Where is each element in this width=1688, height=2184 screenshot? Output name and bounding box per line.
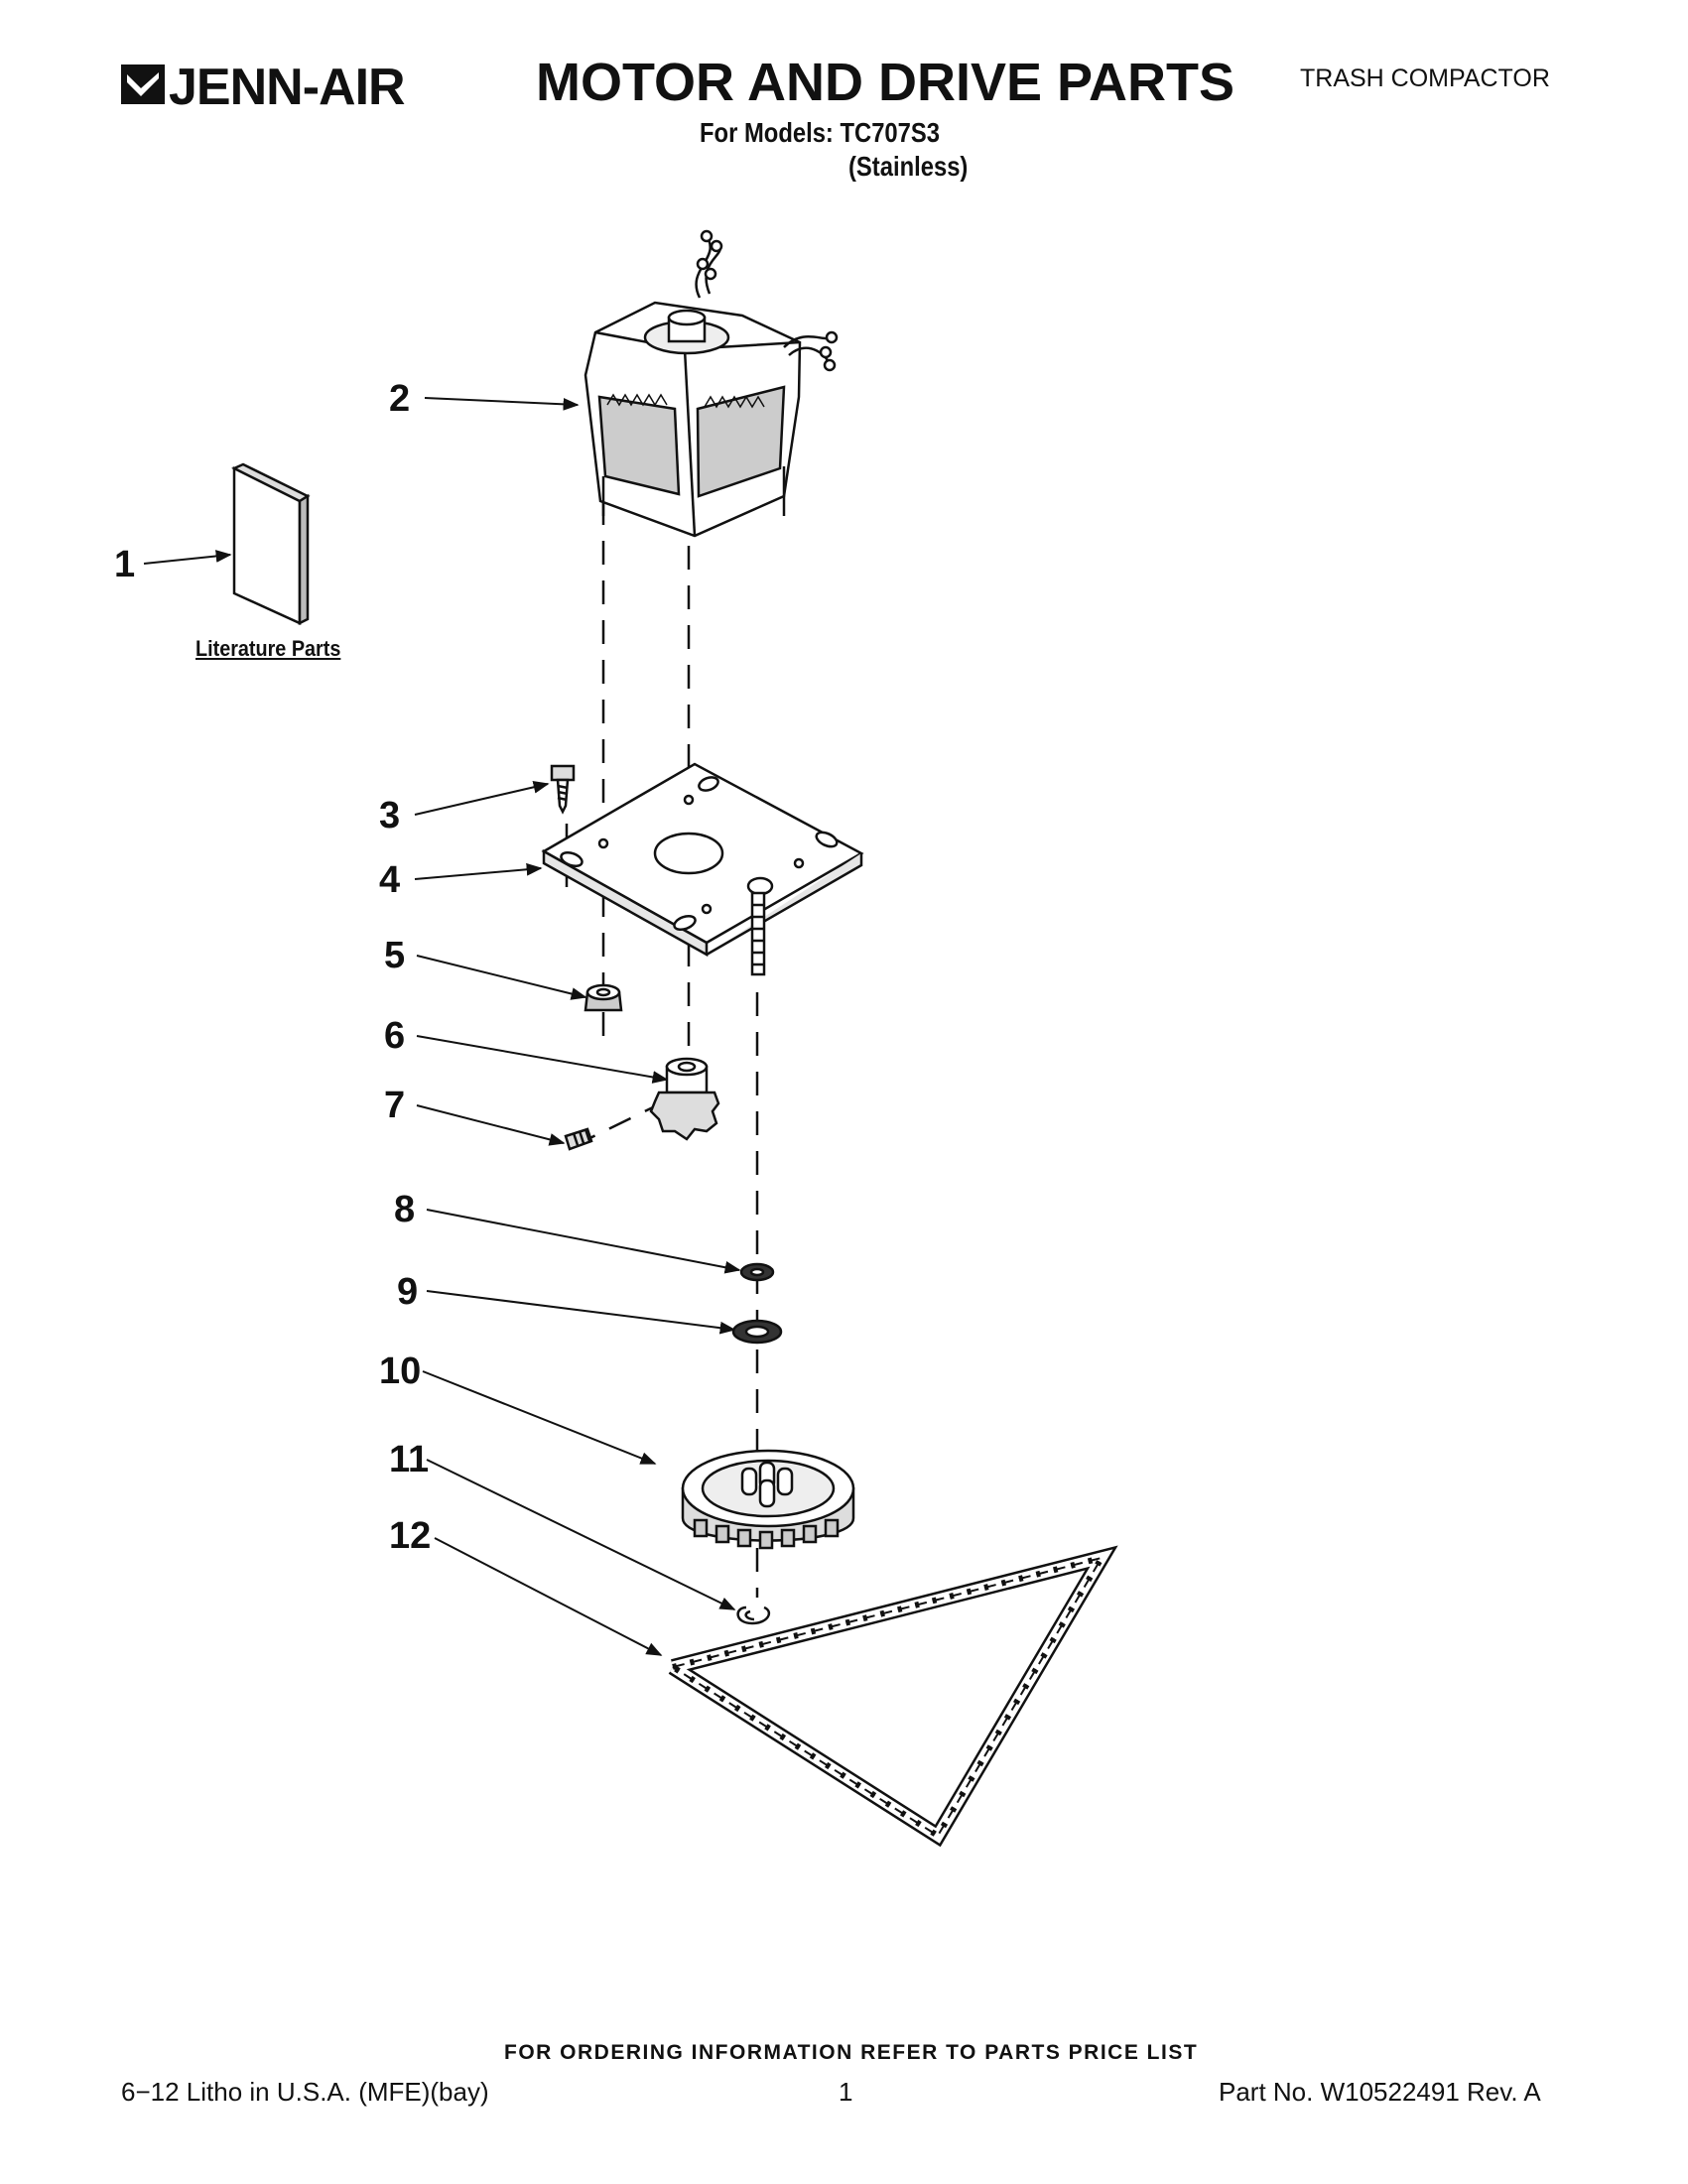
mounting-plate: [541, 762, 864, 976]
pinion-gear: [649, 1057, 720, 1141]
callout-5: 5: [384, 935, 406, 976]
callout-2: 2: [389, 378, 411, 420]
motor: [584, 229, 839, 538]
callout-1: 1: [114, 544, 136, 585]
callout-10: 10: [379, 1350, 422, 1392]
literature-parts-label: Literature Parts: [195, 636, 341, 661]
callout-6: 6: [384, 1015, 406, 1057]
retaining-ring: [736, 1606, 771, 1625]
ordering-note: FOR ORDERING INFORMATION REFER TO PARTS …: [504, 2041, 1199, 2064]
brand-logo-text: JENN-AIR: [169, 59, 406, 116]
callout-4: 4: [379, 859, 401, 901]
callout-12: 12: [389, 1515, 432, 1557]
assembly-axes: [565, 501, 759, 1598]
callout-3: 3: [379, 795, 401, 836]
flange-nut: [584, 983, 623, 1012]
callout-11: 11: [389, 1439, 430, 1480]
callout-7: 7: [384, 1085, 406, 1126]
print-info: 6−12 Litho in U.S.A. (MFE)(bay): [121, 2077, 489, 2107]
product-category: TRASH COMPACTOR: [1300, 64, 1550, 92]
drive-chain: [668, 1545, 1118, 1848]
screw: [550, 764, 576, 815]
model-numbers: For Models: TC707S3: [700, 117, 941, 148]
set-screw: [564, 1127, 593, 1151]
callout-9: 9: [397, 1271, 419, 1313]
page-number: 1: [839, 2077, 853, 2107]
leader-lines: [143, 397, 741, 1656]
part-number: Part No. W10522491 Rev. A: [1219, 2077, 1541, 2107]
small-washer: [739, 1262, 775, 1282]
large-washer: [731, 1319, 783, 1345]
callout-8: 8: [394, 1189, 416, 1230]
model-variant: (Stainless): [848, 151, 969, 182]
literature-booklet: [231, 462, 311, 626]
page-title: MOTOR AND DRIVE PARTS: [536, 53, 1235, 112]
jenn-air-logo-mark: [121, 64, 165, 104]
drive-sprocket: [681, 1449, 855, 1550]
